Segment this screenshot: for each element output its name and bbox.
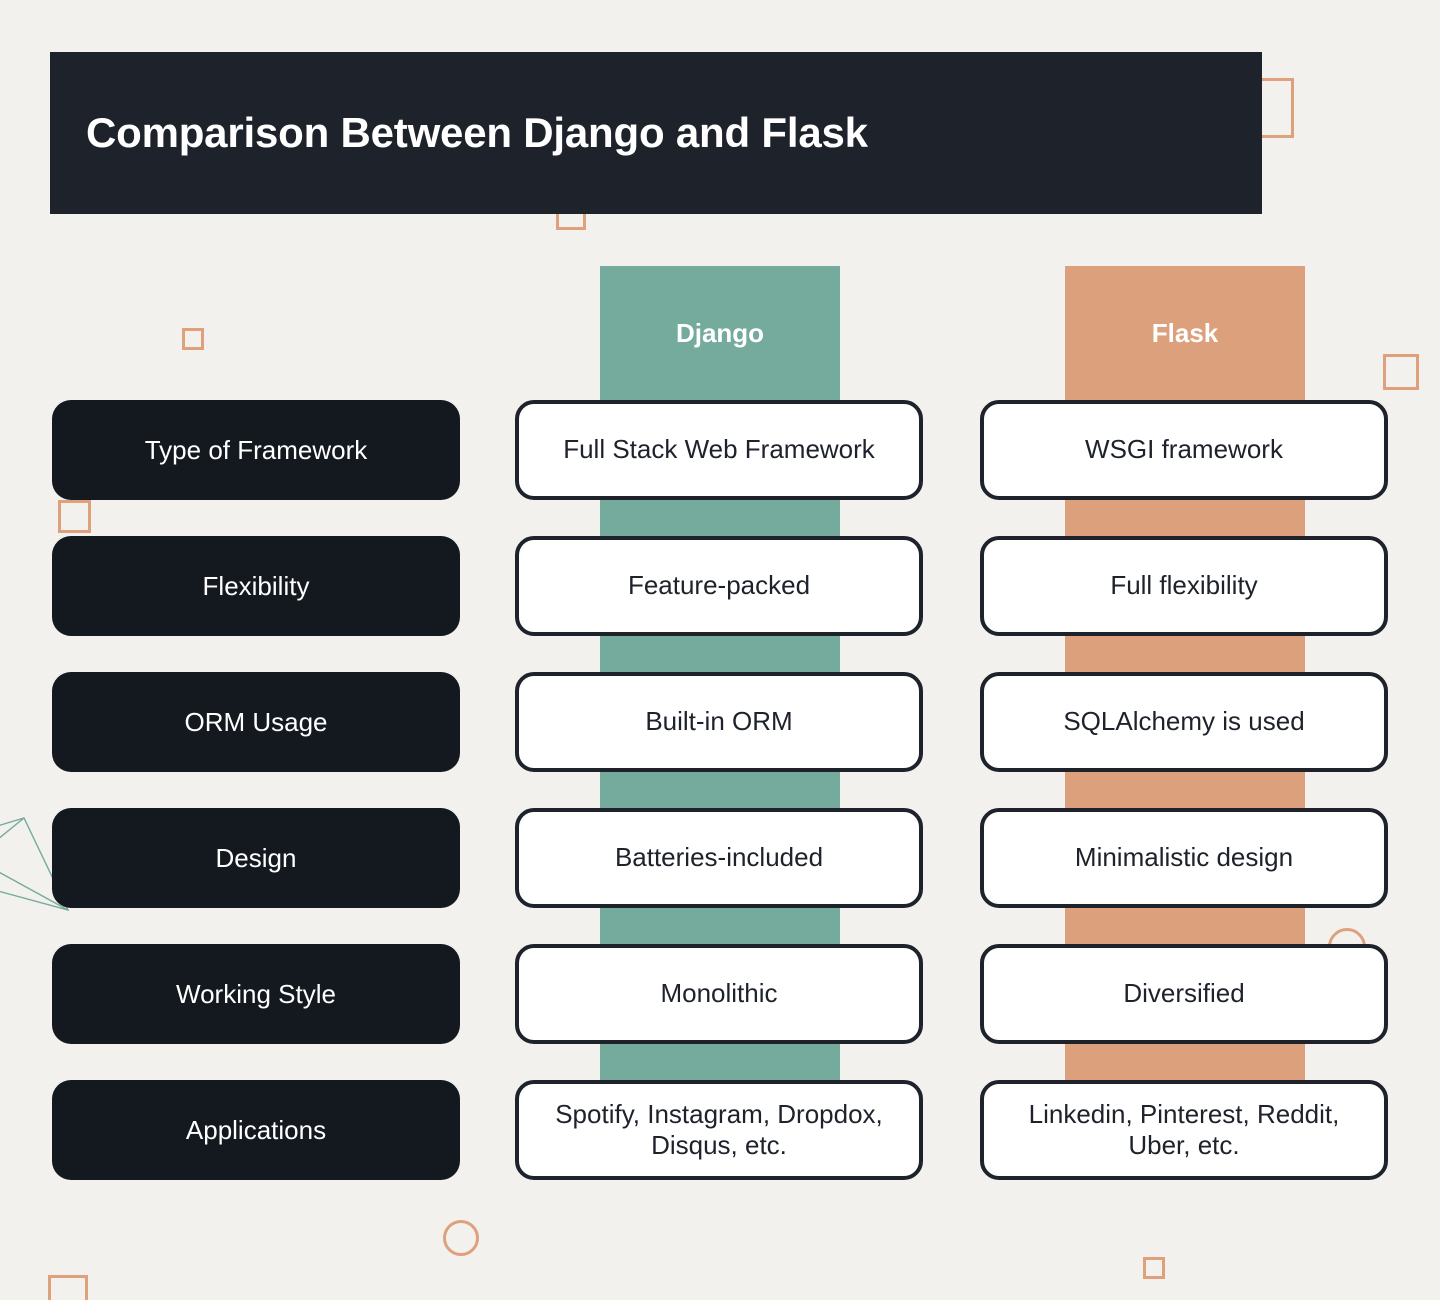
- cell-django-design: Batteries-included: [515, 808, 923, 908]
- cell-flask-orm-usage: SQLAlchemy is used: [980, 672, 1388, 772]
- table-row: Type of Framework Full Stack Web Framewo…: [0, 400, 1440, 500]
- square-left-upper-icon: [182, 328, 204, 350]
- cell-django-type-of-framework: Full Stack Web Framework: [515, 400, 923, 500]
- row-label-working-style: Working Style: [52, 944, 460, 1044]
- table-row: Flexibility Feature-packed Full flexibil…: [0, 536, 1440, 636]
- cell-django-flexibility: Feature-packed: [515, 536, 923, 636]
- cell-django-working-style: Monolithic: [515, 944, 923, 1044]
- wireframe-polyhedron-icon: [0, 817, 70, 912]
- title-banner: Comparison Between Django and Flask: [50, 52, 1262, 214]
- table-row: ORM Usage Built-in ORM SQLAlchemy is use…: [0, 672, 1440, 772]
- cell-django-applications: Spotify, Instagram, Dropdox, Disqus, etc…: [515, 1080, 923, 1180]
- cell-flask-working-style: Diversified: [980, 944, 1388, 1044]
- cell-flask-flexibility: Full flexibility: [980, 536, 1388, 636]
- table-row: Design Batteries-included Minimalistic d…: [0, 808, 1440, 908]
- square-top-right-icon: [1258, 78, 1294, 138]
- table-row: Applications Spotify, Instagram, Dropdox…: [0, 1080, 1440, 1180]
- column-header-django: Django: [675, 317, 765, 348]
- circle-bottom-left-icon: [443, 1220, 479, 1256]
- table-row: Working Style Monolithic Diversified: [0, 944, 1440, 1044]
- row-label-orm-usage: ORM Usage: [52, 672, 460, 772]
- square-right-upper-icon: [1383, 354, 1419, 390]
- row-label-applications: Applications: [52, 1080, 460, 1180]
- comparison-table: Type of Framework Full Stack Web Framewo…: [0, 400, 1440, 1216]
- square-bottom-left-icon: [48, 1275, 88, 1300]
- column-header-flask: Flask: [1151, 317, 1219, 348]
- cell-django-orm-usage: Built-in ORM: [515, 672, 923, 772]
- cell-flask-type-of-framework: WSGI framework: [980, 400, 1388, 500]
- page-title: Comparison Between Django and Flask: [86, 109, 868, 156]
- cell-flask-applications: Linkedin, Pinterest, Reddit, Uber, etc.: [980, 1080, 1388, 1180]
- row-label-flexibility: Flexibility: [52, 536, 460, 636]
- cell-flask-design: Minimalistic design: [980, 808, 1388, 908]
- row-label-type-of-framework: Type of Framework: [52, 400, 460, 500]
- row-label-design: Design: [52, 808, 460, 908]
- square-bottom-right-icon: [1143, 1257, 1165, 1279]
